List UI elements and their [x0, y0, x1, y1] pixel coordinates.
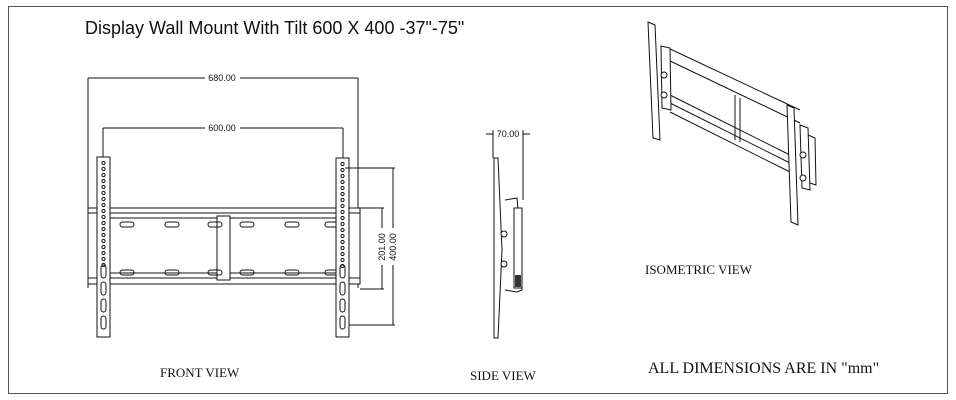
mount-hole [340, 233, 345, 239]
mount-hole [101, 190, 106, 196]
mount-hole [101, 238, 106, 244]
crossbar-slot [119, 269, 135, 276]
left-upright [96, 156, 111, 338]
mount-hole [340, 239, 345, 245]
mount-hole [340, 257, 345, 263]
mount-hole [101, 160, 106, 166]
mount-hole [340, 215, 345, 221]
mount-hole [340, 191, 345, 197]
isometric-view-label: ISOMETRIC VIEW [645, 262, 753, 277]
dimension-label: 201.00 [377, 233, 387, 261]
mount-slot [339, 298, 346, 313]
mount-hole [101, 226, 106, 232]
mount-hole [101, 250, 106, 256]
mount-hole [101, 208, 106, 214]
mount-hole [101, 220, 106, 226]
mount-hole [101, 214, 106, 220]
crossbar-slot [119, 221, 135, 228]
mount-hole [101, 244, 106, 250]
crossbar [87, 207, 361, 285]
units-note: ALL DIMENSIONS ARE IN "mm" [648, 360, 880, 377]
mount-hole [101, 166, 106, 172]
mount-hole [101, 202, 106, 208]
mount-slot [100, 315, 107, 330]
mount-hole [101, 184, 106, 190]
mount-hole [101, 196, 106, 202]
mount-slot [100, 298, 107, 313]
crossbar-slot [207, 221, 223, 228]
mount-slot [339, 281, 346, 296]
dimension-label: 70.00 [497, 129, 520, 139]
crossbar-slot [164, 269, 180, 276]
mount-hole [340, 197, 345, 203]
crossbar-slot [239, 269, 255, 276]
mount-hole [340, 209, 345, 215]
dimension-label: 400.00 [388, 233, 398, 261]
right-upright [335, 157, 350, 338]
mount-hole [340, 245, 345, 251]
side-view-label: SIDE VIEW [470, 368, 536, 383]
drawing-title: Display Wall Mount With Tilt 600 X 400 -… [85, 18, 465, 38]
crossbar-slot [239, 221, 255, 228]
mount-hole [340, 173, 345, 179]
mount-slot [100, 281, 107, 296]
mount-hole [340, 203, 345, 209]
mount-slot [100, 264, 107, 279]
front-view-label: FRONT VIEW [160, 365, 240, 380]
mount-hole [101, 256, 106, 262]
side-view: 70.00 [486, 129, 530, 339]
crossbar-slot [164, 221, 180, 228]
mount-hole [340, 251, 345, 257]
front-view: 680.00 600.00 [87, 73, 398, 338]
mount-slot [339, 264, 346, 279]
dimension-400: 400.00 [345, 167, 398, 326]
dimension-label: 600.00 [208, 123, 236, 133]
isometric-view [647, 21, 817, 226]
mount-hole [340, 185, 345, 191]
mount-hole [340, 221, 345, 227]
mount-hole [340, 161, 345, 167]
mount-hole [101, 178, 106, 184]
dimension-201: 201.00 [360, 207, 387, 290]
dimension-label: 680.00 [208, 73, 236, 83]
mount-hole [340, 167, 345, 173]
mount-hole [340, 179, 345, 185]
mount-hole [101, 232, 106, 238]
drawing-frame [8, 6, 948, 394]
mount-hole [340, 227, 345, 233]
mount-slot [339, 315, 346, 330]
mount-hole [101, 172, 106, 178]
crossbar-slot [284, 269, 300, 276]
crossbar-slot [207, 269, 223, 276]
crossbar-slot [284, 221, 300, 228]
dimension-600: 600.00 [102, 123, 344, 158]
